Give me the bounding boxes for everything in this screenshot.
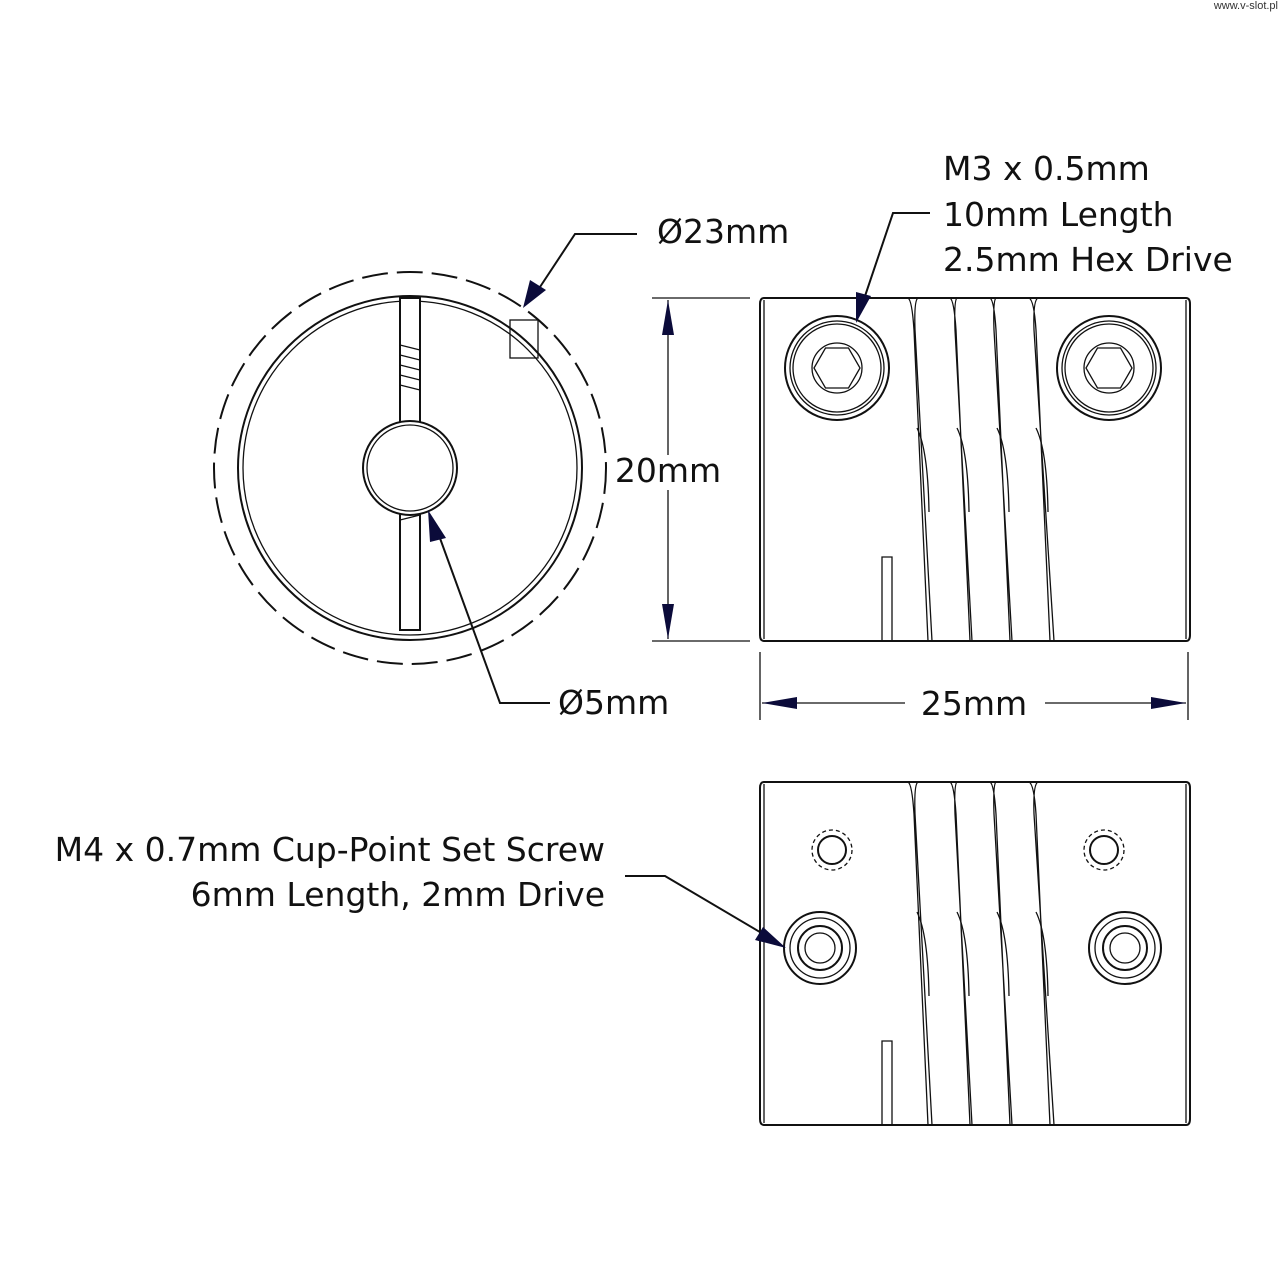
arrowhead-icon bbox=[1151, 697, 1186, 709]
bore-diameter-leader bbox=[436, 529, 550, 704]
set-screw-right bbox=[1088, 911, 1162, 985]
clamp-screw-label-line1: M3 x 0.5mm bbox=[943, 149, 1150, 188]
outer-circle bbox=[237, 295, 583, 641]
arrowhead-icon bbox=[856, 292, 871, 323]
set-screw-label-line2: 6mm Length, 2mm Drive bbox=[191, 875, 605, 914]
height-dimension-lines bbox=[652, 297, 750, 642]
clamp-screw-label-line3: 2.5mm Hex Drive bbox=[943, 240, 1233, 279]
clamp-screw-left bbox=[784, 315, 890, 421]
outer-diameter-label: Ø23mm bbox=[657, 212, 789, 251]
hex-socket-icon bbox=[813, 347, 861, 389]
clamp-screw-label-line2: 10mm Length bbox=[943, 195, 1174, 234]
arrowhead-icon bbox=[523, 280, 546, 308]
helical-grooves bbox=[881, 781, 1055, 1126]
clamp-screw-right bbox=[1056, 315, 1162, 421]
coupling-outline bbox=[759, 297, 1191, 642]
hex-socket-icon bbox=[1085, 347, 1133, 389]
length-dimension-lines bbox=[759, 652, 1189, 720]
clamp-screw-leader bbox=[861, 212, 930, 306]
bore-chamfer bbox=[366, 424, 454, 512]
bore-circle bbox=[362, 420, 458, 516]
set-screw-leader bbox=[625, 875, 771, 939]
thread-icon bbox=[399, 344, 421, 391]
outer-diameter-phantom-circle bbox=[213, 271, 607, 665]
threaded-hole-right bbox=[1083, 829, 1125, 871]
arrowhead-icon bbox=[662, 300, 674, 335]
front-view: Ø23mm Ø5mm bbox=[213, 212, 789, 722]
arrowhead-icon bbox=[662, 604, 674, 639]
arrowhead-icon bbox=[762, 697, 797, 709]
bore-diameter-label: Ø5mm bbox=[558, 683, 669, 722]
height-label: 20mm bbox=[615, 451, 721, 490]
flat-edge bbox=[509, 319, 539, 359]
helical-grooves bbox=[881, 297, 1055, 642]
arrowhead-icon bbox=[428, 510, 446, 542]
set-screw-left bbox=[783, 911, 857, 985]
side-view: M3 x 0.5mm 10mm Length 2.5mm Hex Drive 2… bbox=[615, 149, 1233, 723]
coupling-outline bbox=[759, 781, 1191, 1126]
watermark: www.v-slot.pl bbox=[1213, 0, 1278, 12]
set-screw-label-line1: M4 x 0.7mm Cup-Point Set Screw bbox=[55, 830, 605, 869]
bottom-view: M4 x 0.7mm Cup-Point Set Screw 6mm Lengt… bbox=[55, 781, 1191, 1126]
threaded-hole-left bbox=[811, 829, 853, 871]
length-label: 25mm bbox=[921, 684, 1027, 723]
arrowhead-icon bbox=[755, 927, 786, 948]
outer-diameter-leader bbox=[537, 233, 637, 291]
